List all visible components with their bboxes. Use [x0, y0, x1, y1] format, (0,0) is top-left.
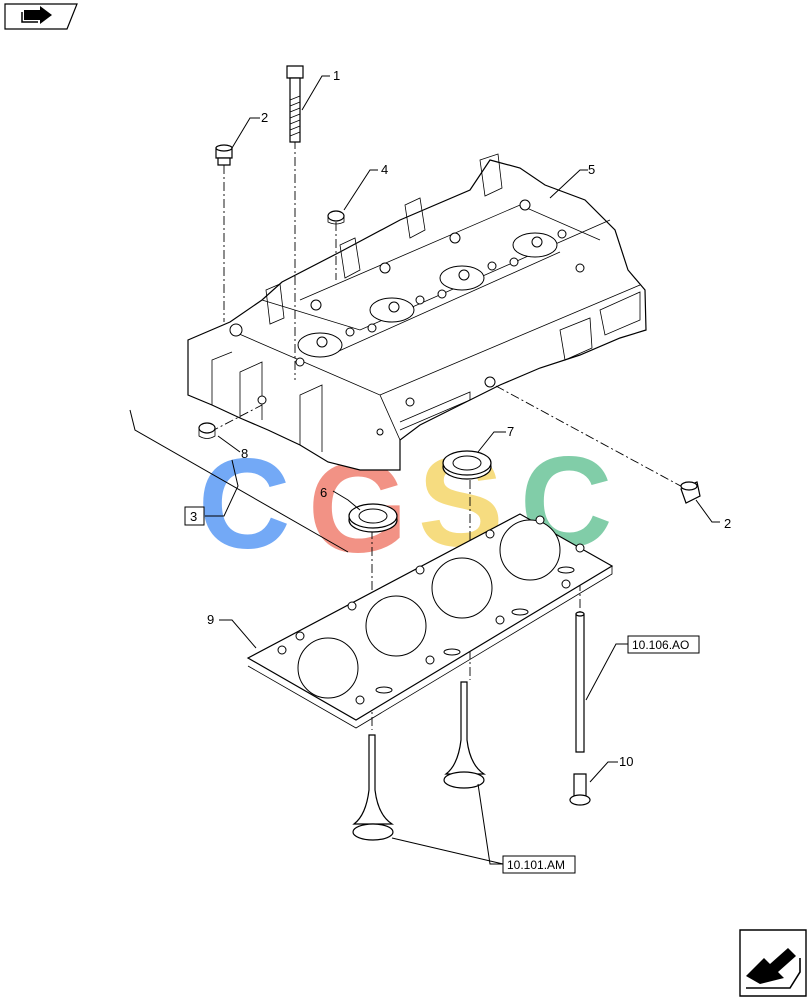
callout-3-box[interactable]: 3	[184, 506, 205, 526]
plug-left	[215, 144, 233, 166]
callout-6: 6	[320, 485, 327, 500]
valve-left	[352, 734, 395, 841]
head-bolt	[286, 65, 304, 143]
seal-6	[348, 503, 398, 533]
callout-9: 9	[207, 612, 214, 627]
plug-right	[680, 481, 701, 504]
next-page-arrow-icon[interactable]	[739, 929, 807, 997]
callout-5: 5	[588, 162, 595, 177]
book-arrow-icon[interactable]	[4, 3, 78, 30]
tappet-10	[569, 773, 591, 806]
callout-1: 1	[333, 68, 340, 83]
cylinder-head	[187, 153, 647, 471]
callout-2-top: 2	[261, 110, 268, 125]
plug-4	[327, 210, 345, 225]
ref-valve-guide: 10.106.AO	[632, 638, 689, 652]
leader-lines	[129, 75, 720, 865]
watermark-letter-c1: C	[198, 433, 290, 576]
head-gasket	[246, 513, 614, 729]
callout-10: 10	[619, 754, 633, 769]
ref-box-valve-guide[interactable]: 10.106.AO	[627, 635, 700, 654]
ref-valves: 10.101.AM	[507, 858, 565, 872]
callout-labels: 1 2 4 5 8 6 7 2 9 10	[207, 68, 731, 769]
callout-3: 3	[190, 509, 197, 524]
plug-8	[198, 422, 216, 439]
callout-7: 7	[507, 424, 514, 439]
seal-7	[442, 450, 492, 480]
ref-box-valves[interactable]: 10.101.AM	[502, 855, 576, 874]
callout-8: 8	[241, 446, 248, 461]
valve-guide	[575, 611, 585, 753]
callout-2-right: 2	[724, 516, 731, 531]
valve-right	[443, 681, 487, 789]
callout-4: 4	[381, 162, 388, 177]
